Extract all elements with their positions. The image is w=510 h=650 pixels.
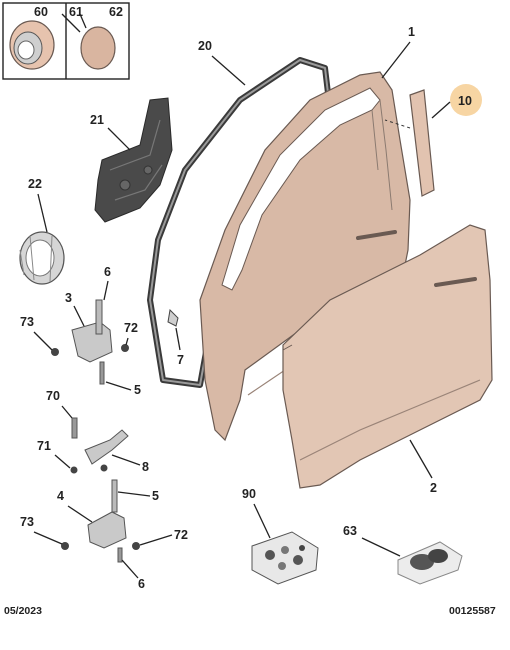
callout-90: 90 (242, 487, 256, 501)
adhesive-kit-63 (397, 541, 463, 585)
callout-6-lower: 6 (138, 577, 145, 591)
plug-61-62-icon (80, 26, 116, 70)
callout-72-upper: 72 (124, 321, 138, 335)
callout-1: 1 (408, 25, 415, 39)
hinge-lower-4 (61, 479, 140, 563)
callout-60: 60 (34, 5, 48, 19)
callout-3: 3 (65, 291, 72, 305)
callout-72-lower: 72 (174, 528, 188, 542)
callout-20: 20 (198, 39, 212, 53)
callout-8: 8 (142, 460, 149, 474)
inner-panel-21 (94, 97, 173, 223)
callout-73-lower: 73 (20, 515, 34, 529)
callout-5-lower: 5 (152, 489, 159, 503)
callout-63: 63 (343, 524, 357, 538)
callout-6-upper: 6 (104, 265, 111, 279)
footer-ref: 00125587 (449, 605, 496, 617)
speaker-ring-22 (19, 231, 65, 285)
footer-date: 05/2023 (4, 605, 42, 617)
clip-7 (167, 308, 179, 327)
callout-61: 61 (69, 5, 83, 19)
inset-box-60-61-62: 60 61 62 (2, 2, 130, 80)
hinge-upper-3 (51, 299, 129, 385)
callout-71: 71 (37, 439, 51, 453)
fastener-kit-90 (251, 531, 319, 585)
callout-10: 10 (458, 94, 472, 108)
highlight-circle-10 (450, 84, 482, 116)
grommet-60-icon (9, 20, 55, 70)
callout-7: 7 (177, 353, 184, 367)
callout-2: 2 (430, 481, 437, 495)
door-frame-1 (199, 71, 411, 442)
callout-5-upper: 5 (134, 383, 141, 397)
callout-73-upper: 73 (20, 315, 34, 329)
callout-21: 21 (90, 113, 104, 127)
callout-70: 70 (46, 389, 60, 403)
trim-molding-10: 10 (384, 84, 482, 197)
outer-door-skin-2 (282, 224, 493, 489)
callout-62: 62 (109, 5, 123, 19)
callout-4: 4 (57, 489, 64, 503)
callout-22: 22 (28, 177, 42, 191)
door-check-8 (70, 417, 129, 474)
